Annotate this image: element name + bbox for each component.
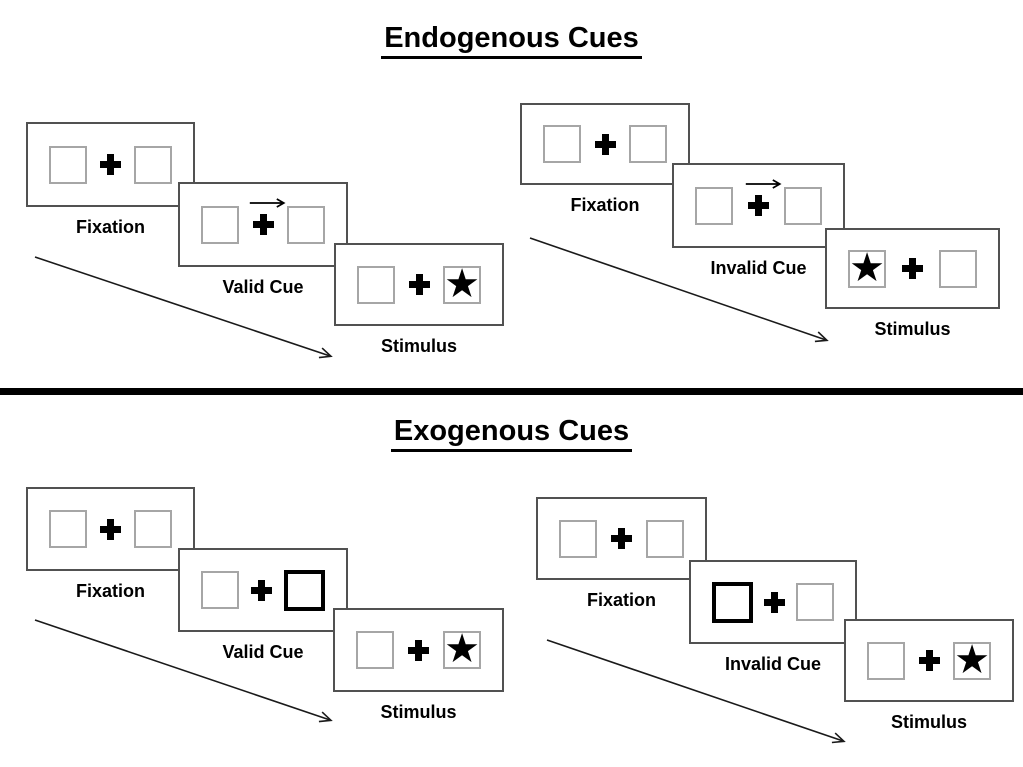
right-placeholder-box: [629, 125, 667, 163]
endogenous-valid-stimulus-panel: ★: [334, 243, 504, 326]
fixation-area: [249, 198, 286, 235]
left-placeholder-box: [49, 510, 87, 548]
fixation-area: [594, 133, 616, 155]
left-placeholder-box: [201, 571, 239, 609]
fixation-cross-icon: [252, 214, 274, 235]
exogenous-invalid-fixation-panel: [536, 497, 707, 580]
right-placeholder-box: [134, 145, 172, 184]
timeline-arrow-endogenous-invalid: [529, 237, 829, 343]
fixation-cross-icon: [902, 258, 923, 279]
right-target-box: ★: [443, 261, 481, 306]
fixation-area: [902, 258, 923, 279]
left-placeholder-box: [357, 265, 395, 304]
fixation-area: [764, 591, 785, 613]
right-placeholder-box: [646, 519, 684, 558]
fixation-area: [918, 650, 940, 671]
right-target-box: ★: [953, 637, 991, 682]
left-placeholder-box: [559, 519, 597, 558]
fixation-area: [100, 154, 121, 175]
endogenous-valid-cue-panel: [178, 182, 348, 267]
star-icon: ★: [954, 637, 990, 682]
timeline-arrow-exogenous-invalid: [546, 639, 846, 744]
left-placeholder-box: [695, 186, 733, 225]
left-placeholder-box: [201, 205, 239, 244]
fixation-cross-icon: [611, 528, 632, 549]
fixation-area: [745, 179, 782, 216]
fixation-cross-icon: [408, 274, 430, 295]
endogenous-valid-fixation-panel: [26, 122, 195, 207]
exogenous-valid-stimulus-panel: ★: [333, 608, 504, 692]
right-placeholder-box: [134, 510, 172, 548]
fixation-cross-icon: [748, 195, 769, 216]
exogenous-invalid-stimulus-panel: ★: [844, 619, 1014, 702]
panel-label: Invalid Cue: [710, 258, 807, 278]
panel-label: Fixation: [75, 581, 145, 601]
star-icon: ★: [444, 261, 480, 306]
fixation-cross-icon: [918, 650, 940, 671]
panel-label: Fixation: [586, 590, 656, 610]
right-placeholder-box: [784, 186, 822, 225]
right-target-box: ★: [443, 627, 481, 671]
left-target-box: ★: [848, 245, 886, 290]
endogenous-invalid-stimulus-panel: ★: [825, 228, 1000, 309]
left-placeholder-box: [543, 125, 581, 163]
right-highlighted-cue-box: [284, 569, 325, 611]
star-icon: ★: [849, 245, 885, 290]
cue-arrow-icon: [249, 198, 286, 208]
cue-arrow-icon: [745, 179, 782, 189]
left-placeholder-box: [867, 641, 905, 680]
fixation-area: [251, 579, 272, 601]
panel-label: Stimulus: [874, 319, 951, 339]
left-placeholder-box: [356, 631, 394, 669]
right-placeholder-box: [939, 249, 977, 288]
left-placeholder-box: [49, 145, 87, 184]
fixation-area: [408, 274, 430, 295]
exogenous-valid-cue-panel: [178, 548, 348, 632]
section-divider: [0, 388, 1023, 395]
panel-label: Invalid Cue: [724, 654, 822, 674]
right-placeholder-box: [796, 583, 834, 621]
fixation-cross-icon: [594, 133, 616, 155]
fixation-cross-icon: [100, 154, 121, 175]
panel-label: Fixation: [75, 217, 145, 237]
panel-label: Fixation: [570, 195, 640, 215]
fixation-area: [611, 528, 632, 549]
star-icon: ★: [444, 627, 480, 671]
panel-label: Stimulus: [380, 702, 457, 722]
fixation-area: [408, 639, 429, 661]
fixation-cross-icon: [100, 518, 121, 540]
exogenous-invalid-cue-panel: [689, 560, 857, 644]
fixation-cross-icon: [408, 639, 429, 661]
endogenous-invalid-cue-panel: [672, 163, 845, 248]
left-highlighted-cue-box: [712, 581, 753, 623]
timeline-arrow-endogenous-valid: [34, 256, 333, 359]
panel-label: Stimulus: [380, 336, 457, 356]
section-title-text: Exogenous Cues: [390, 415, 633, 452]
panel-label: Valid Cue: [222, 277, 304, 297]
fixation-cross-icon: [251, 579, 272, 601]
fixation-area: [100, 518, 121, 540]
panel-label: Stimulus: [890, 712, 967, 732]
section-title-endogenous: Endogenous Cues: [0, 22, 1023, 59]
right-placeholder-box: [287, 205, 325, 244]
timeline-arrow-exogenous-valid: [34, 619, 333, 723]
section-title-exogenous: Exogenous Cues: [0, 415, 1023, 452]
endogenous-invalid-fixation-panel: [520, 103, 690, 185]
exogenous-valid-fixation-panel: [26, 487, 195, 571]
fixation-cross-icon: [764, 591, 785, 613]
section-title-text: Endogenous Cues: [381, 22, 642, 59]
panel-label: Valid Cue: [222, 642, 304, 662]
